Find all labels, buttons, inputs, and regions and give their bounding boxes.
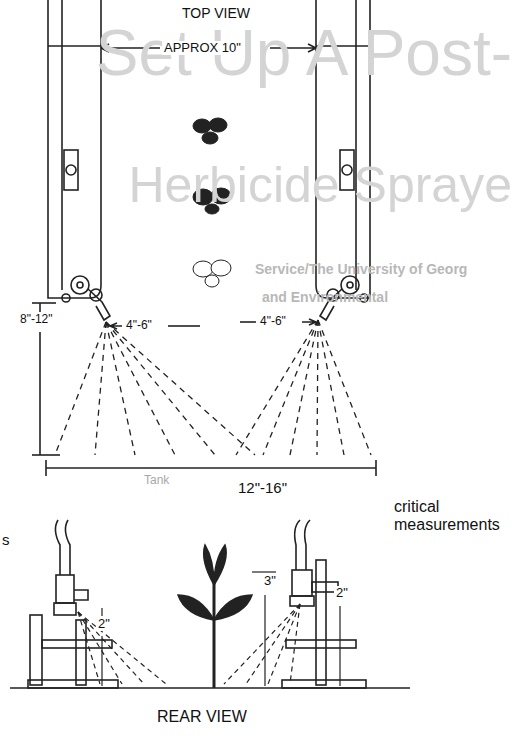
dimension-label: 4"-6" — [258, 315, 288, 328]
spray-line — [236, 320, 318, 455]
dimension-label: 2" — [96, 617, 112, 631]
dimension-label: 4"-6" — [124, 319, 154, 332]
spray-line — [95, 322, 106, 455]
dimension-label: 8"-12" — [18, 313, 55, 326]
spray-line — [318, 320, 371, 455]
spray-line — [246, 604, 300, 684]
spray-line — [224, 604, 300, 684]
spray-line — [106, 322, 175, 455]
spray-line — [106, 322, 215, 455]
dimension-label: 2" — [334, 586, 350, 600]
spray-line — [318, 320, 344, 455]
fragment-text: s — [2, 532, 10, 549]
spray-line — [290, 320, 318, 455]
dimension-label: APPROX 10" — [162, 41, 243, 55]
spray-line — [78, 612, 144, 684]
dimension-label: 12"-16" — [236, 480, 289, 497]
watermark-text: Set Up A Post- — [96, 18, 512, 88]
view-title: REAR VIEW — [155, 708, 249, 726]
watermark-text: Tank — [144, 474, 169, 487]
spray-line — [78, 612, 122, 684]
view-title: TOP VIEW — [180, 6, 252, 21]
note-label: critical measurements — [392, 498, 506, 533]
spray-line — [317, 320, 318, 455]
spray-line — [78, 612, 166, 684]
dimension-label: 3" — [262, 574, 278, 588]
spray-line — [55, 322, 106, 455]
spray-line — [106, 322, 135, 455]
spray-line — [263, 320, 318, 455]
spray-line — [106, 322, 255, 455]
watermark-text: Herbicide Spraye — [128, 158, 512, 213]
watermark-text: Service/The University of Georg — [255, 262, 467, 277]
watermark-text: and Environmental — [262, 290, 388, 305]
